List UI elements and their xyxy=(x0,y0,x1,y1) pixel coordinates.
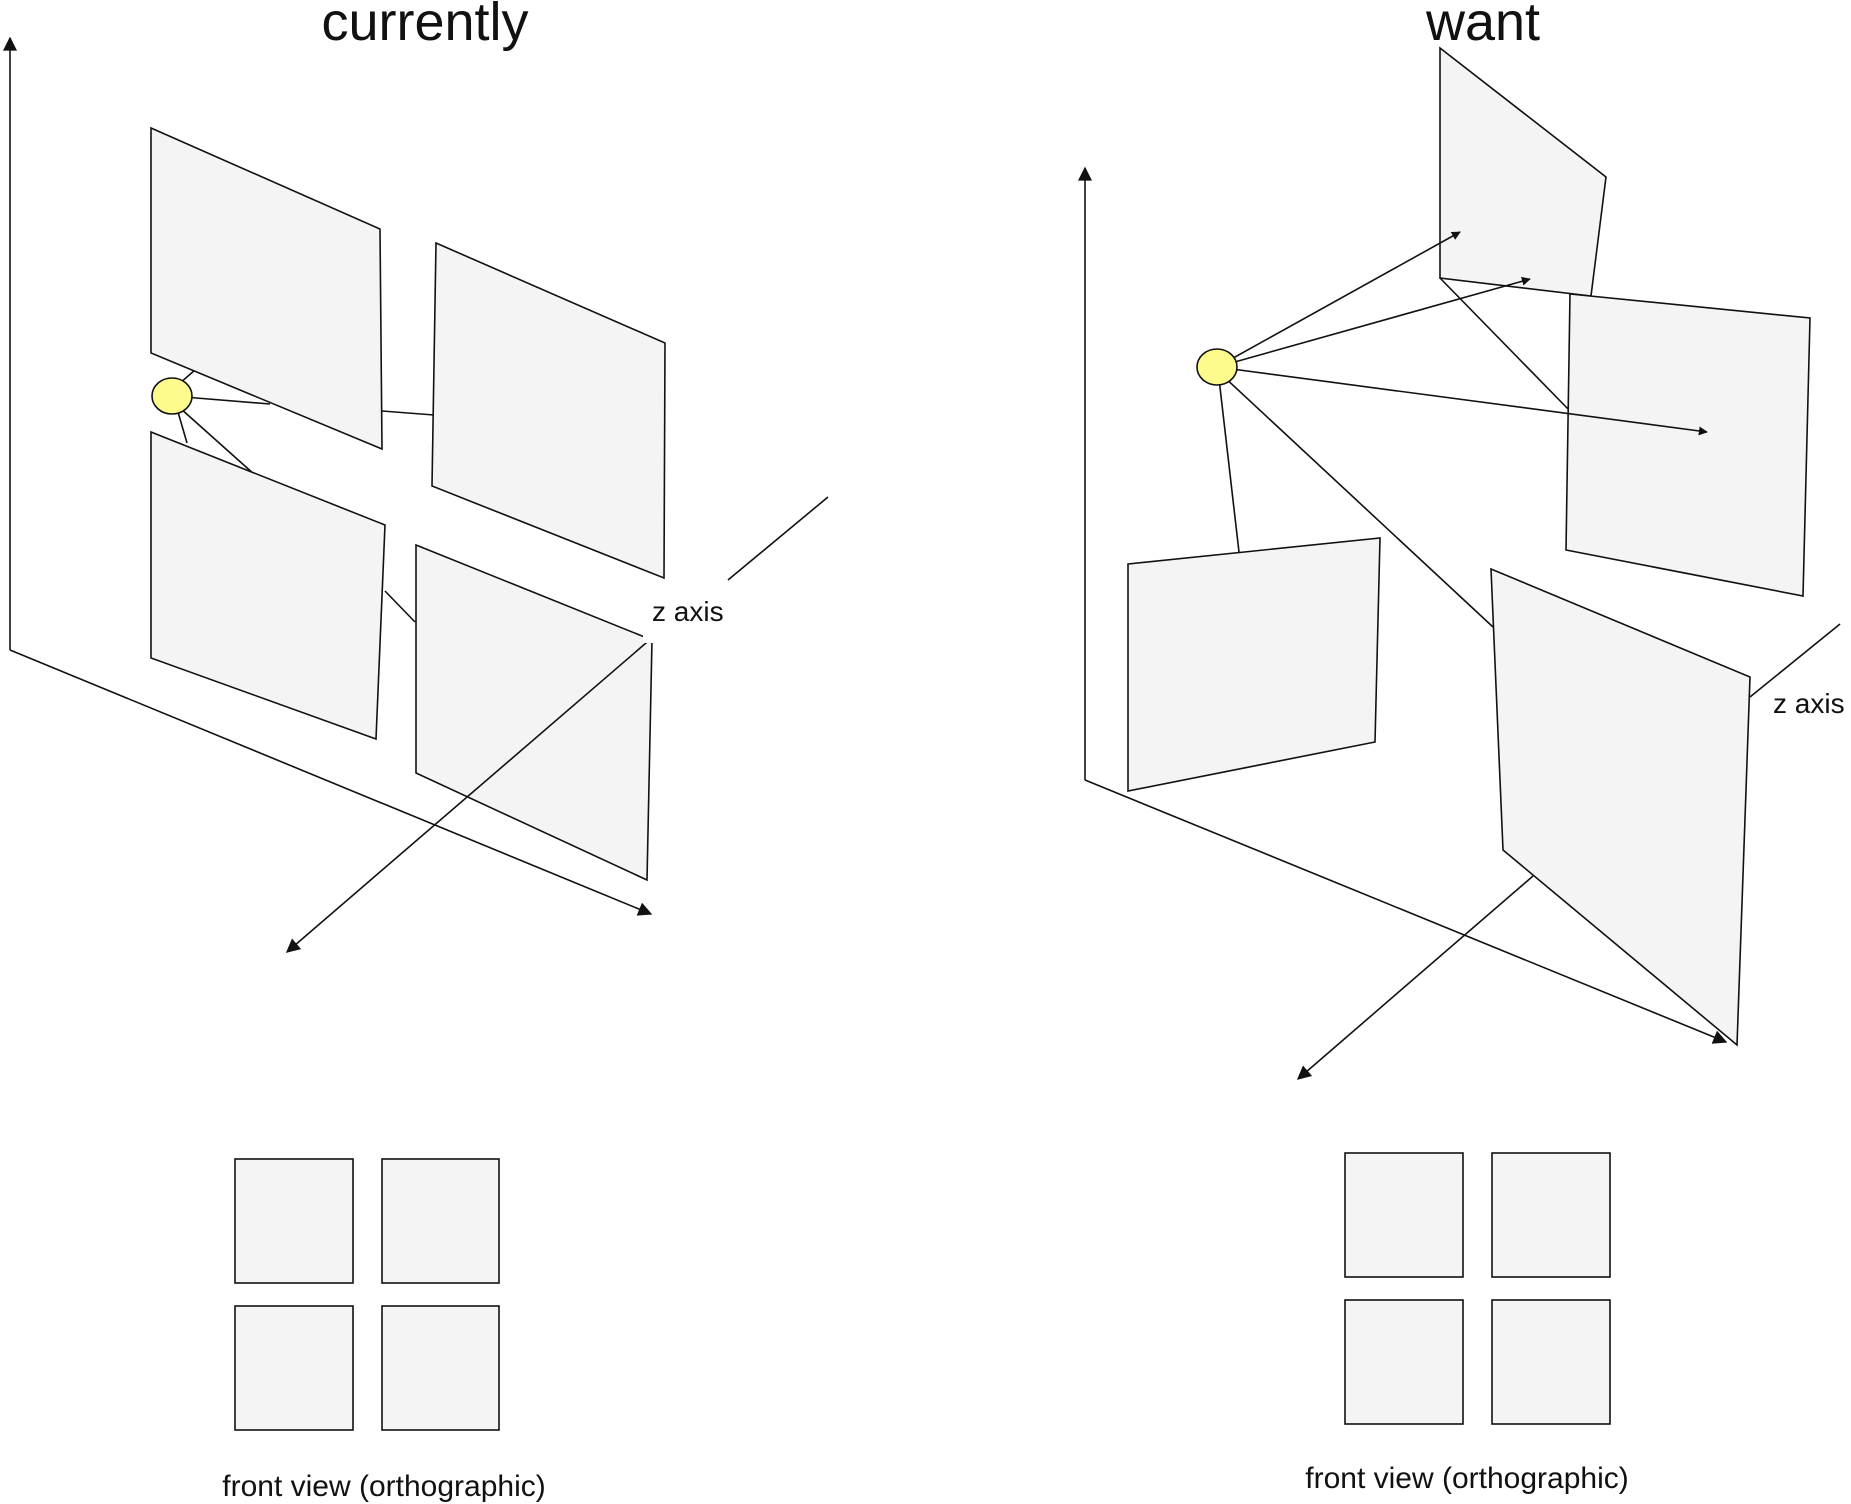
left-title: currently xyxy=(321,0,528,52)
left-z-axis-label: z axis xyxy=(652,596,724,627)
right-ray-2 xyxy=(1216,276,1531,368)
left-panel-bottom-left xyxy=(150,430,386,741)
right-panel-left xyxy=(1127,537,1381,792)
left-panel-top-right xyxy=(431,241,666,580)
right-connector-bottom xyxy=(1221,374,1494,628)
right-ray-1 xyxy=(1216,231,1461,368)
right-camera-node xyxy=(1196,348,1238,386)
right-front-square-bl xyxy=(1344,1299,1464,1425)
left-connector-bottomright-b xyxy=(384,590,416,623)
left-diagram: currently z axis xyxy=(2,0,829,1503)
right-panel-top-tilted xyxy=(1439,46,1607,297)
right-ray-3 xyxy=(1216,366,1708,436)
left-panel-bottom-right xyxy=(415,543,653,882)
right-panel-top-tilted-edge xyxy=(1439,277,1571,412)
right-front-square-br xyxy=(1491,1299,1611,1425)
left-caption: front view (orthographic) xyxy=(222,1470,545,1503)
right-ray-arrows xyxy=(1216,231,1708,436)
left-front-square-br xyxy=(381,1305,500,1431)
left-front-square-tr xyxy=(381,1158,500,1284)
left-camera-node xyxy=(151,377,193,415)
left-front-square-tl xyxy=(234,1158,354,1284)
right-front-square-tl xyxy=(1344,1152,1464,1278)
right-panel-middle-right xyxy=(1565,293,1811,597)
left-connector-bottom xyxy=(177,411,188,444)
right-z-axis-label: z axis xyxy=(1773,688,1845,719)
left-z-axis xyxy=(285,636,654,953)
left-axes xyxy=(2,36,829,916)
right-title: want xyxy=(1425,0,1540,52)
left-z-axis-label-bg xyxy=(643,581,731,643)
right-x-axis xyxy=(1084,779,1728,1044)
left-connector-bottomright xyxy=(179,407,256,476)
left-connector-topright-b xyxy=(381,410,435,416)
right-connector-left xyxy=(1217,369,1240,553)
right-caption: front view (orthographic) xyxy=(1305,1462,1628,1495)
right-panel-bottom-large xyxy=(1490,567,1751,1047)
right-axes xyxy=(1078,166,1841,1044)
right-front-view xyxy=(1344,1152,1611,1425)
left-z-axis-back xyxy=(727,496,829,581)
right-z-axis xyxy=(1296,875,1534,1080)
left-front-view xyxy=(234,1158,500,1431)
right-front-square-tr xyxy=(1491,1152,1611,1278)
right-diagram: want z axis xyxy=(1078,0,1845,1495)
left-front-square-bl xyxy=(234,1305,354,1431)
left-x-axis xyxy=(9,649,653,916)
right-z-axis-back xyxy=(1749,623,1841,698)
left-panel-top-left xyxy=(150,126,383,451)
